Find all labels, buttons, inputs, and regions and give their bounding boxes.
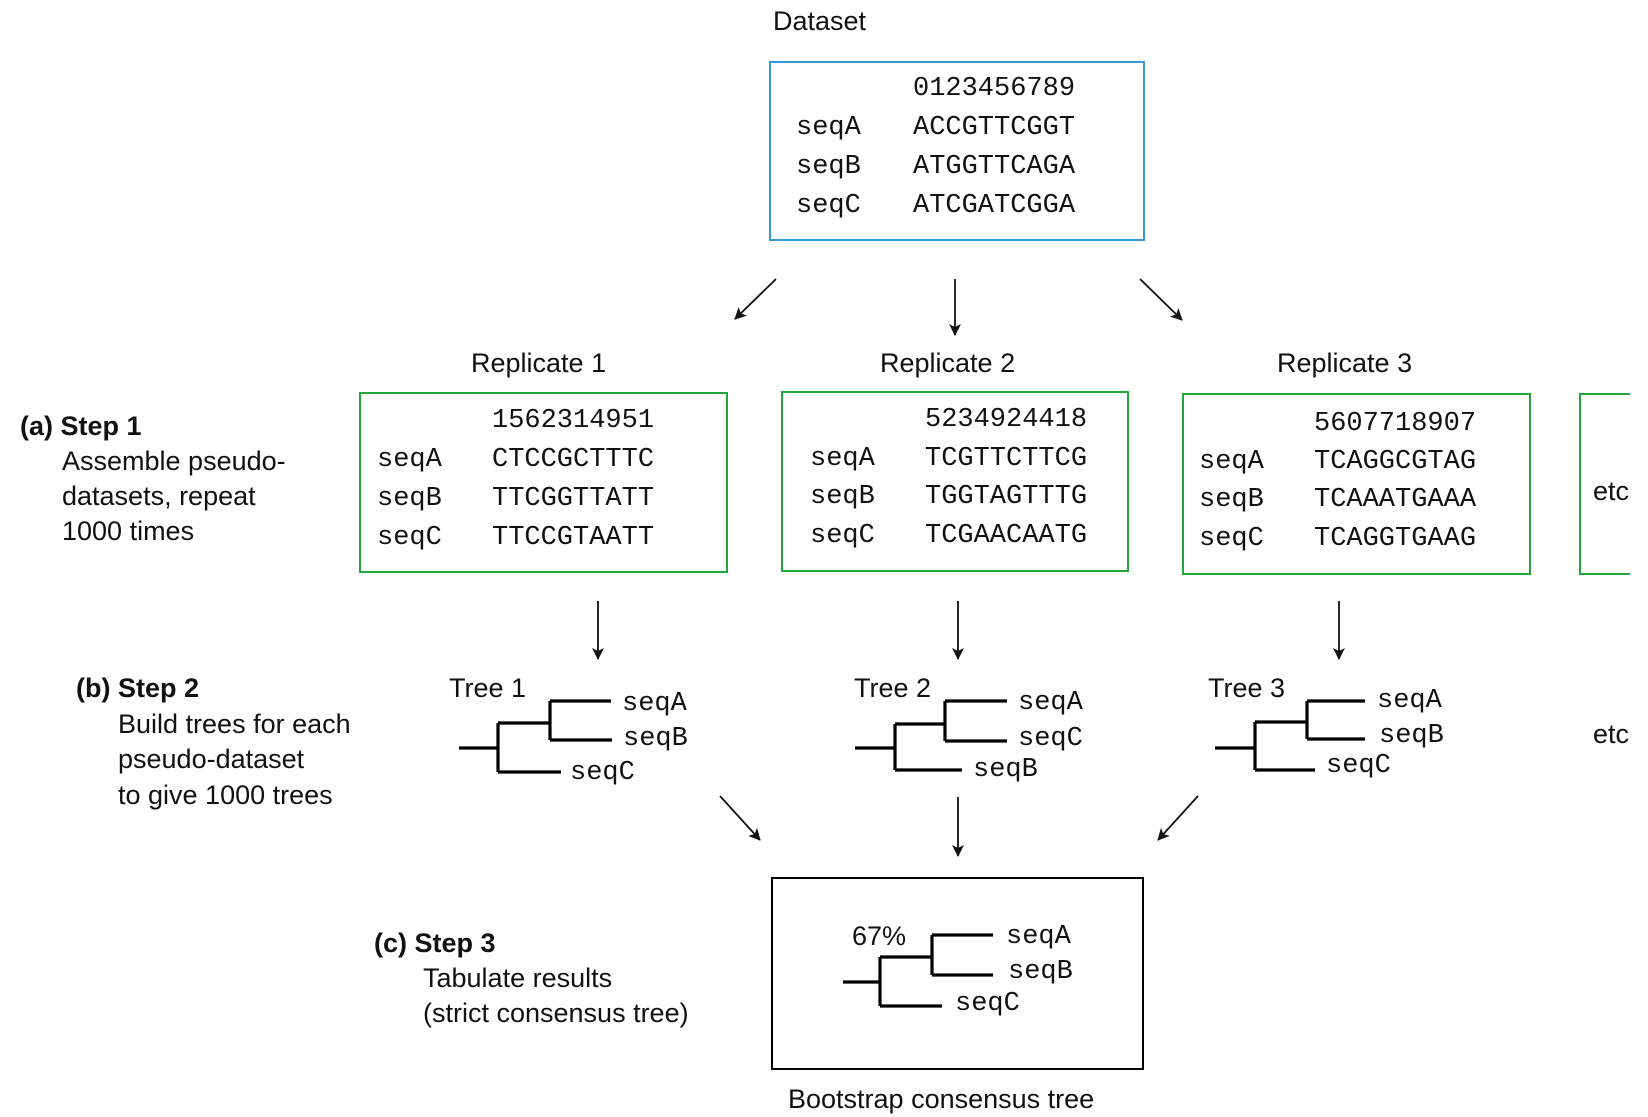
replicate-1-row-name: seqB: [377, 484, 442, 514]
replicate-1-row-seq: TTCGGTTATT: [492, 484, 654, 514]
dataset-row-name: seqC: [796, 191, 861, 221]
replicate-3-title: Replicate 3: [1277, 348, 1412, 378]
replicate-2-row-name: seqB: [810, 482, 875, 512]
replicate-1-row-seq: TTCCGTAATT: [492, 523, 654, 553]
dataset-row-name: seqB: [796, 152, 861, 182]
replicate-3-box: [1182, 393, 1531, 575]
dataset-row-seq: ATGGTTCAGA: [913, 152, 1076, 182]
dataset-header: 0123456789: [913, 74, 1075, 104]
tree-1-title: Tree 1: [449, 673, 526, 703]
etc-trees-label: etc: [1593, 719, 1629, 749]
tree-1-leaf: seqA: [622, 689, 688, 719]
tree-2-leaf: seqC: [1018, 724, 1083, 754]
replicate-1-row-name: seqA: [377, 445, 443, 475]
arrow-to-replicate-1: [734, 278, 777, 320]
step-2-line: pseudo-dataset: [118, 744, 305, 774]
tree-3-branches: [1215, 699, 1365, 772]
consensus-tree-branches: [843, 933, 993, 1008]
replicate-2-row-seq: TCGAACAATG: [925, 521, 1087, 551]
replicate-2-row-name: seqA: [810, 444, 876, 474]
replicate-2-row-name: seqC: [810, 521, 875, 551]
dataset-row-seq: ACCGTTCGGT: [913, 113, 1075, 143]
dataset-box: [769, 61, 1145, 241]
step-2-tag: (b) Step 2: [76, 673, 199, 703]
step-3-tag: (c) Step 3: [374, 928, 496, 958]
replicate-2-box: [781, 391, 1129, 572]
tree-1-leaf: seqC: [570, 758, 635, 788]
replicate-2-row-seq: TGGTAGTTTG: [925, 482, 1087, 512]
dataset-row-seq: ATCGATCGGA: [913, 191, 1076, 221]
dataset-row-name: seqA: [796, 113, 862, 143]
step-2-line: Build trees for each: [118, 709, 351, 739]
consensus-caption: Bootstrap consensus tree: [788, 1084, 1094, 1114]
dataset-title: Dataset: [773, 6, 867, 36]
replicate-1-row-seq: CTCCGCTTTC: [492, 445, 654, 475]
arrow-tree-3-to-consensus: [1157, 795, 1199, 841]
tree-2-branches: [855, 699, 1007, 772]
consensus-leaf: seqC: [955, 989, 1020, 1019]
step-1-line: 1000 times: [62, 516, 194, 546]
replicate-1-title: Replicate 1: [471, 348, 606, 378]
replicate-1-header: 1562314951: [492, 406, 654, 436]
step-3-line: Tabulate results: [423, 963, 612, 993]
replicate-3-row-seq: TCAAATGAAA: [1314, 485, 1477, 515]
step-3-line: (strict consensus tree): [423, 998, 689, 1028]
consensus-box: [771, 877, 1144, 1070]
replicate-3-row-seq: TCAGGTGAAG: [1314, 524, 1476, 554]
replicate-2-title: Replicate 2: [880, 348, 1015, 378]
tree-2-leaf: seqA: [1018, 688, 1084, 718]
replicate-3-header: 5607718907: [1314, 409, 1476, 439]
arrow-tree-1-to-consensus: [719, 795, 761, 841]
replicate-3-row-name: seqB: [1199, 485, 1264, 515]
etc-box: [1579, 393, 1630, 575]
etc-label: etc: [1593, 476, 1629, 506]
arrow-to-replicate-3: [1139, 278, 1183, 321]
replicate-3-row-name: seqC: [1199, 524, 1264, 554]
replicate-1-row-name: seqC: [377, 523, 442, 553]
step-1-tag: (a) Step 1: [20, 411, 142, 441]
tree-3-leaf: seqC: [1326, 751, 1391, 781]
replicate-2-row-seq: TCGTTCTTCG: [925, 444, 1087, 474]
step-1-line: Assemble pseudo-: [62, 446, 286, 476]
step-1-line: datasets, repeat: [62, 481, 256, 511]
consensus-support: 67%: [852, 921, 906, 951]
replicate-3-row-seq: TCAGGCGTAG: [1314, 447, 1476, 477]
tree-3-leaf: seqA: [1377, 686, 1443, 716]
replicate-2-header: 5234924418: [925, 405, 1087, 435]
tree-3-title: Tree 3: [1208, 673, 1285, 703]
consensus-leaf: seqB: [1008, 957, 1073, 987]
tree-1-branches: [459, 699, 612, 774]
tree-3-leaf: seqB: [1379, 721, 1444, 751]
tree-2-leaf: seqB: [973, 755, 1038, 785]
consensus-leaf: seqA: [1006, 922, 1072, 952]
replicate-1-box: [359, 392, 728, 573]
step-2-line: to give 1000 trees: [118, 780, 333, 810]
tree-1-leaf: seqB: [623, 724, 688, 754]
replicate-3-row-name: seqA: [1199, 447, 1265, 477]
tree-2-title: Tree 2: [854, 673, 931, 703]
